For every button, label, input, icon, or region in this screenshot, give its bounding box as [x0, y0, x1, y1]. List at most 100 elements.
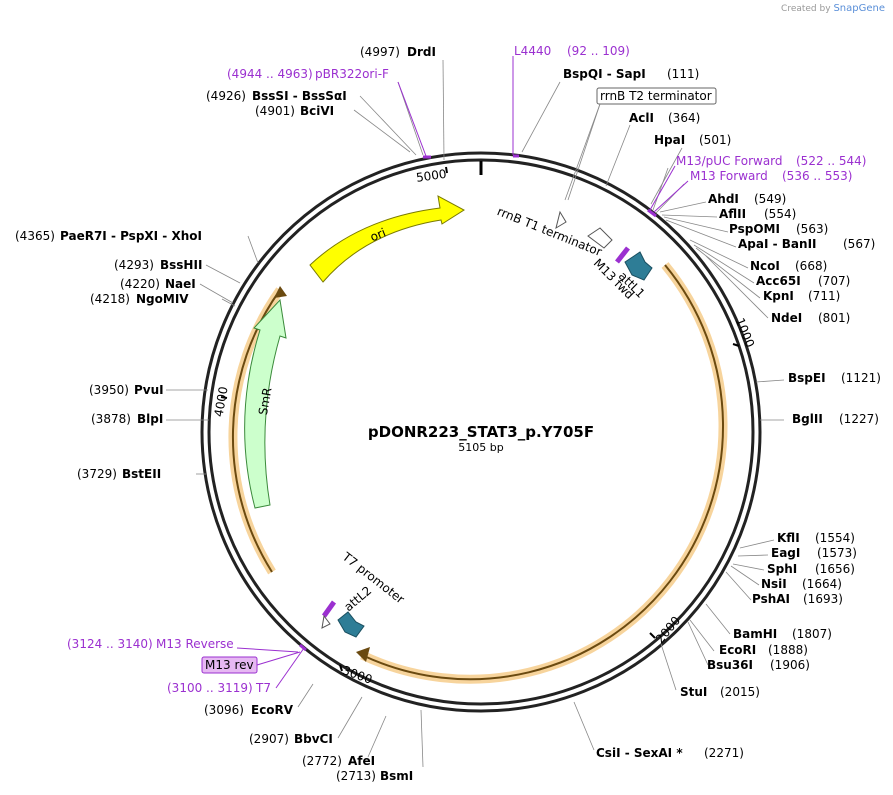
drdi-pos: (4997): [360, 45, 400, 59]
bsssi-pos: (4926): [206, 89, 246, 103]
m13puc-name: M13/pUC Forward: [676, 154, 783, 168]
m13reverse-name: M13 Reverse: [156, 637, 234, 651]
apai-pos: (567): [843, 237, 875, 251]
tick-4000: 4000: [212, 385, 231, 418]
bsshii-name: BssHII: [160, 258, 202, 272]
pvui-pos: (3950): [89, 383, 129, 397]
acli-name: AclI: [629, 111, 654, 125]
aflii-name: AflII: [719, 207, 746, 221]
hpai-pos: (501): [699, 133, 731, 147]
bsshii-pos: (4293): [114, 258, 154, 272]
bsteii-pos: (3729): [77, 467, 117, 481]
bspei-name: BspEI: [788, 371, 826, 385]
kpni-name: KpnI: [763, 289, 794, 303]
ahdi-pos: (549): [754, 192, 786, 206]
pbr322-range: (4944 .. 4963): [227, 67, 313, 81]
naei-pos: (4220): [120, 277, 160, 291]
stui-name: StuI: [680, 685, 707, 699]
blpi-pos: (3878): [91, 412, 131, 426]
ecori-r-pos: (1888): [768, 643, 808, 657]
rrnb-t1-label: rrnB T1 terminator: [495, 204, 604, 259]
plasmid-length: 5105 bp: [458, 441, 503, 454]
smr-arrow: [244, 298, 287, 509]
ncoi-name: NcoI: [750, 259, 780, 273]
ndei-pos: (801): [818, 311, 850, 325]
rrnb-t2-label: rrnB T2 terminator: [600, 89, 712, 103]
primer-labels: L4440 (92 .. 109) (4944 .. 4963) pBR322o…: [67, 44, 866, 695]
bsssi-name: BssSI - BssSαI: [252, 89, 347, 103]
primer-mark-m13rev: [299, 643, 307, 652]
acli-pos: (364): [668, 111, 700, 125]
left-orf-arrowhead: [274, 286, 287, 298]
bbvci-pos: (2907): [249, 732, 289, 746]
snapgene-credit: Created by SnapGene: [781, 3, 885, 14]
bspqi-name: BspQI - SapI: [563, 67, 646, 81]
blpi-name: BlpI: [137, 412, 163, 426]
acc65i-name: Acc65I: [756, 274, 801, 288]
bspei-pos: (1121): [841, 371, 881, 385]
rrnb-t2-box: [596, 87, 717, 105]
eagi-name: EagI: [771, 546, 800, 560]
eagi-pos: (1573): [817, 546, 857, 560]
csii-name: CsiI - SexAI *: [596, 746, 683, 760]
naei-name: NaeI: [165, 277, 196, 291]
snapgene-logo: SnapGene: [833, 3, 885, 14]
kfli-name: KflI: [777, 531, 800, 545]
bglii-pos: (1227): [839, 412, 879, 426]
attl2-arrow: [337, 611, 365, 638]
m13fwd-range: (536 .. 553): [782, 169, 852, 183]
rrnb-t1-glyph: [555, 210, 567, 230]
bsteii-name: BstEII: [122, 467, 161, 481]
backbone-inner: [207, 158, 755, 706]
pspomi-name: PspOMI: [729, 222, 780, 236]
ngomiv-name: NgoMIV: [136, 292, 189, 306]
pshai-pos: (1693): [803, 592, 843, 606]
sphi-pos: (1656): [815, 562, 855, 576]
aflii-pos: (554): [764, 207, 796, 221]
xhoi-name: PaeR7I - PspXI - XhoI: [60, 229, 202, 243]
attl2-term-glyph: [321, 614, 331, 629]
stat3-orf-arrowhead: [356, 647, 370, 662]
bsu36i-name: Bsu36I: [707, 658, 753, 672]
pspomi-pos: (563): [796, 222, 828, 236]
site-labels: (4997) DrdI BspQI - SapI (111) AclI (364…: [15, 45, 881, 783]
nsii-name: NsiI: [761, 577, 787, 591]
bbvci-name: BbvCI: [294, 732, 333, 746]
xhoi-pos: (4365): [15, 229, 55, 243]
attl1-primer-mark: [615, 246, 630, 264]
t7-range: (3100 .. 3119): [167, 681, 253, 695]
ecori-r-name: EcoRI: [719, 643, 756, 657]
t7-name: T7: [255, 681, 271, 695]
afei-pos: (2772): [302, 754, 342, 768]
acc65i-pos: (707): [818, 274, 850, 288]
l4440-range: (92 .. 109): [567, 44, 630, 58]
drdi-name: DrdI: [407, 45, 436, 59]
tick-5000: 5000: [415, 167, 447, 185]
primer-mark-m13: [647, 208, 657, 218]
bsmi-name: BsmI: [380, 769, 413, 783]
kpni-pos: (711): [808, 289, 840, 303]
l4440-name: L4440: [514, 44, 551, 58]
pshai-name: PshAI: [752, 592, 790, 606]
m13rev-label: M13 rev: [205, 658, 254, 672]
bglii-name: BglII: [792, 412, 823, 426]
leader-lines: [166, 59, 785, 768]
pbr322-name: pBR322ori-F: [315, 67, 389, 81]
ori-arrow: [309, 195, 465, 283]
ahdi-name: AhdI: [708, 192, 739, 206]
afei-name: AfeI: [348, 754, 375, 768]
stui-pos: (2015): [720, 685, 760, 699]
rrnb-t1-icon: [587, 227, 613, 249]
bcivi-pos: (4901): [255, 104, 295, 118]
ori-label: ori: [368, 225, 388, 244]
bcivi-name: BciVI: [300, 104, 334, 118]
m13puc-range: (522 .. 544): [796, 154, 866, 168]
m13reverse-range: (3124 .. 3140): [67, 637, 153, 651]
apai-name: ApaI - BanII: [738, 237, 817, 251]
plasmid-name: pDONR223_STAT3_p.Y705F: [368, 423, 594, 441]
sphi-name: SphI: [767, 562, 797, 576]
smr-label: SmR: [256, 386, 275, 416]
pvui-name: PvuI: [134, 383, 164, 397]
ecorv-pos: (3096): [204, 703, 244, 717]
